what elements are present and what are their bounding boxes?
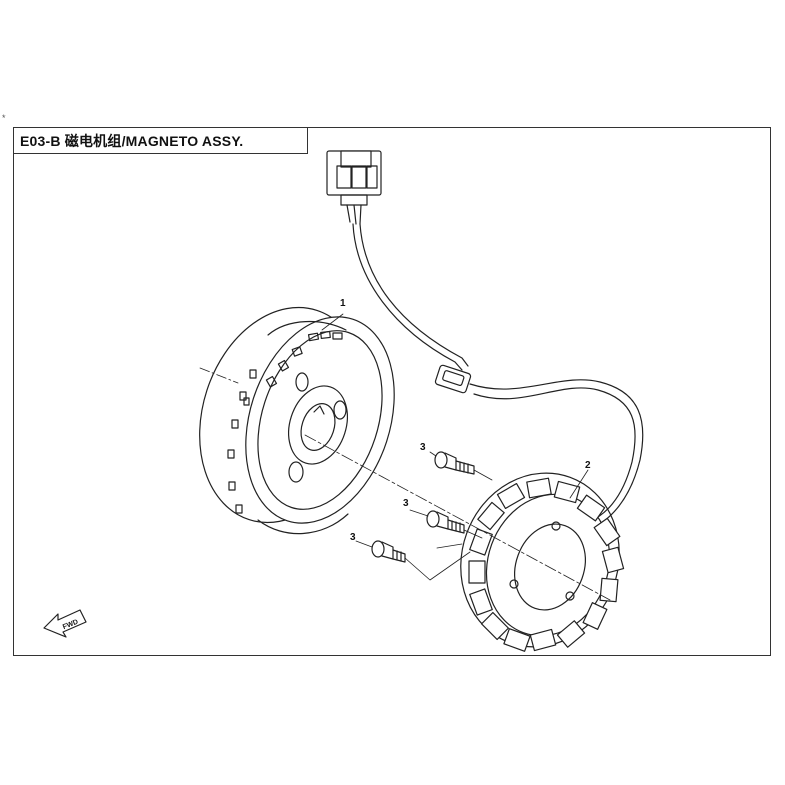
callout-stator: 2 — [585, 460, 591, 471]
bolt-middle — [426, 510, 465, 534]
callout-flywheel: 1 — [340, 298, 346, 309]
callout-bolt-middle: 3 — [403, 498, 409, 509]
diagram-frame — [13, 127, 771, 656]
flywheel-rotor — [199, 306, 395, 535]
bolt-lower — [371, 540, 406, 563]
fwd-direction-arrow: FWD — [43, 609, 87, 638]
title-box — [13, 127, 308, 154]
corner-mark: * — [2, 113, 6, 123]
connector — [326, 150, 382, 225]
wire-harness — [352, 223, 644, 529]
diagram-title: E03-B 磁电机组/MAGNETO ASSY. — [20, 133, 244, 149]
stator — [460, 472, 625, 652]
bolt-upper — [434, 451, 475, 475]
center-lines — [199, 313, 611, 601]
callout-bolt-upper: 3 — [420, 442, 426, 453]
callout-bolt-lower: 3 — [350, 532, 356, 543]
